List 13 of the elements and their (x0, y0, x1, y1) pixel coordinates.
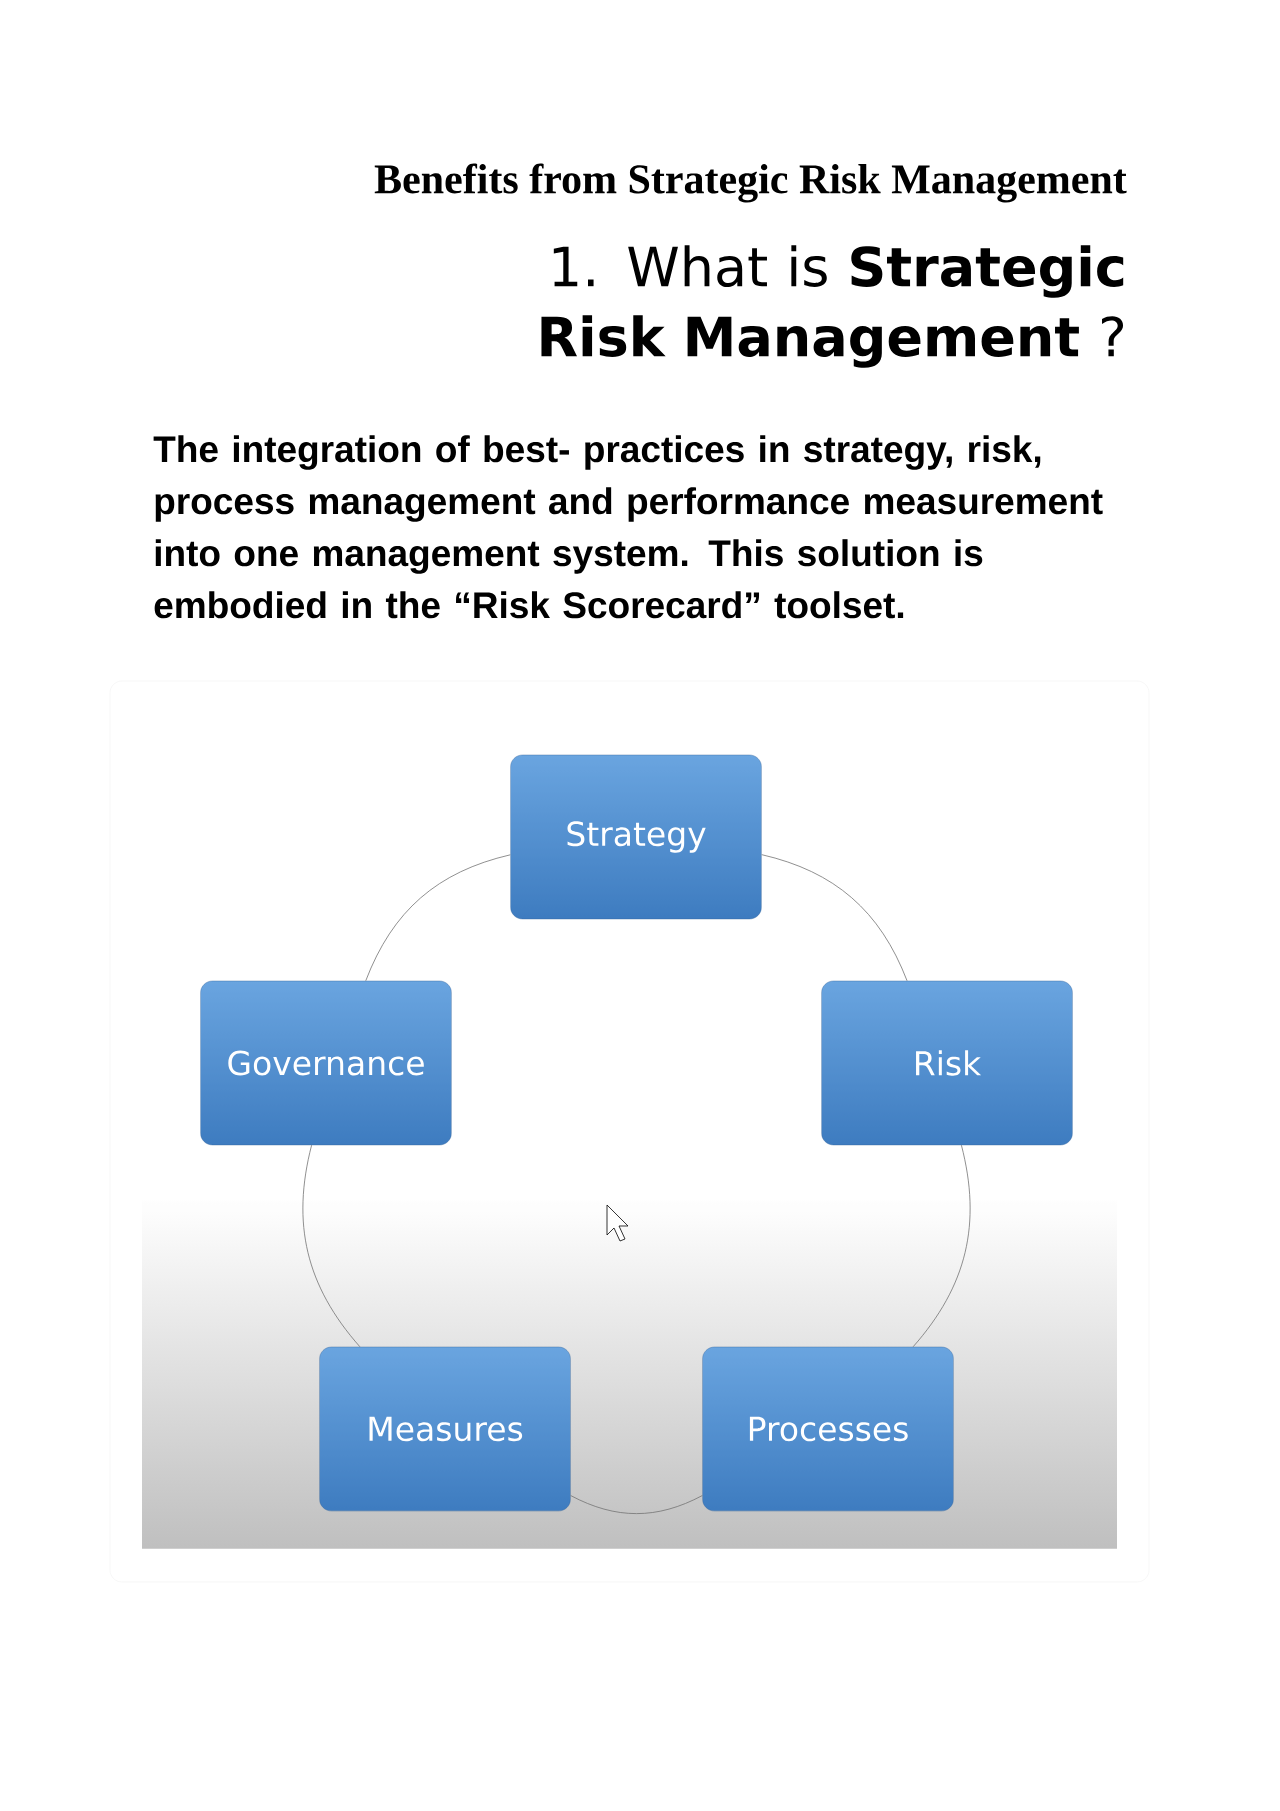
connector-arc (761, 854, 908, 982)
process-box: Risk (821, 980, 1073, 1146)
process-box: Processes (702, 1346, 954, 1512)
connector-arc (912, 1144, 971, 1348)
process-box: Strategy (510, 754, 762, 920)
process-box: Measures (319, 1346, 571, 1512)
connector-arc (302, 1144, 361, 1348)
connector-arc (365, 854, 511, 982)
paragraph: The integration of best- practices in strategy, risk, process management and performance measurement into one management system. This solution is embodied in the “Risk Scorecard” toolset. (153, 435, 1103, 619)
title: Benefits from Strategic Risk Management (374, 163, 1127, 203)
connector-arc (570, 1495, 703, 1514)
process-box: Governance (200, 980, 452, 1146)
heading: 1. What is Strategic Risk Management ? (541, 245, 1124, 368)
